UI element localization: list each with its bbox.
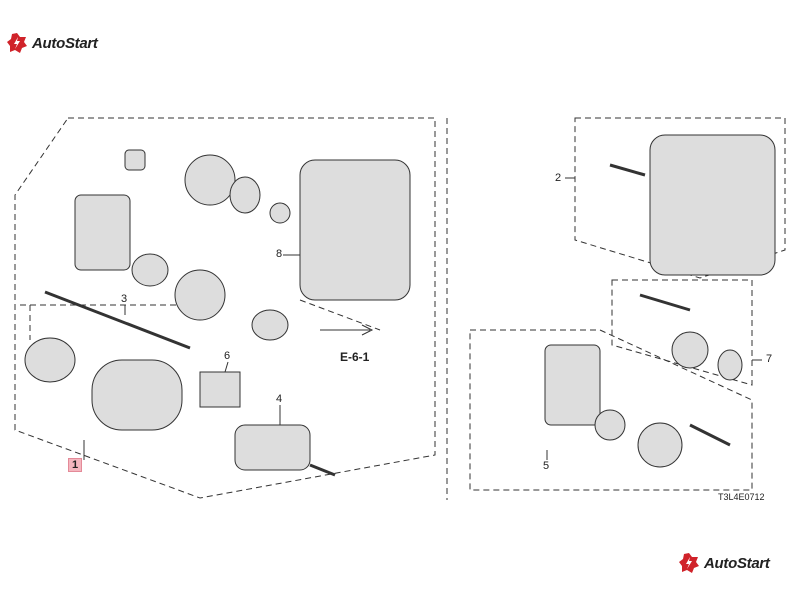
group-border-7 — [611, 279, 753, 386]
part-end-cover — [24, 337, 76, 383]
logo-text: AutoStart — [32, 34, 98, 52]
callout-8[interactable]: 8 — [276, 248, 283, 260]
callout-1[interactable]: 1 — [68, 458, 83, 472]
logo-icon — [679, 553, 699, 573]
part-armature — [234, 424, 311, 471]
callout-4[interactable]: 4 — [276, 393, 283, 405]
group-border-1 — [14, 117, 436, 499]
brand-logo-bottom[interactable]: AutoStart — [678, 552, 770, 574]
logo-icon — [7, 33, 27, 53]
diagram-code: T3L4E0712 — [718, 492, 765, 502]
part-yoke — [91, 359, 183, 431]
brand-logo-top[interactable]: AutoStart — [6, 32, 98, 54]
reference-link[interactable]: E-6-1 — [340, 350, 370, 364]
group-border-5 — [469, 329, 753, 491]
part-solenoid — [74, 194, 131, 271]
part-through-bolt — [44, 290, 191, 350]
logo-text: AutoStart — [704, 554, 770, 572]
callout-6[interactable]: 6 — [224, 350, 231, 362]
callout-5[interactable]: 5 — [543, 460, 550, 472]
part-solenoid-5 — [544, 344, 601, 426]
part-housing-8 — [299, 159, 411, 301]
callout-3[interactable]: 3 — [121, 293, 128, 305]
callout-7[interactable]: 7 — [766, 353, 773, 365]
part-brush-holder — [199, 371, 241, 408]
group-border-2 — [574, 117, 786, 279]
callout-2[interactable]: 2 — [555, 172, 562, 184]
group-border-8 — [20, 299, 381, 340]
part-housing-2 — [649, 134, 776, 276]
